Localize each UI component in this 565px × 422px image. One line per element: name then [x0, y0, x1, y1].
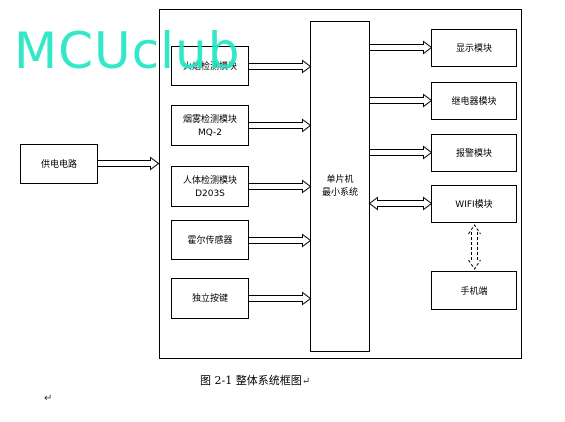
- arrow-power-in: [97, 156, 160, 171]
- block-smoke-detect: 烟雾检测模块 MQ-2: [171, 105, 249, 146]
- arrow-mcu-alarm: [369, 145, 433, 160]
- arrow-hall-mcu: [248, 233, 312, 248]
- arrow-fire-mcu: [248, 59, 312, 74]
- block-phone-label: 手机端: [460, 285, 487, 297]
- block-mcu-label-line1: 单片机: [326, 173, 353, 185]
- block-display-label: 显示模块: [456, 42, 492, 54]
- mcuclub-watermark: MCUclub: [14, 22, 241, 80]
- block-wifi: WIFI模块: [431, 185, 517, 223]
- block-keys-label: 独立按键: [192, 292, 228, 304]
- outer-frame: [159, 9, 522, 359]
- block-wifi-label: WIFI模块: [455, 198, 492, 210]
- block-phone: 手机端: [431, 271, 517, 310]
- figure-caption-text: 图 2-1 整体系统框图: [200, 374, 302, 387]
- block-fire-detect: 火焰检测模块: [171, 46, 249, 86]
- block-smoke-detect-label-line2: MQ-2: [198, 128, 222, 138]
- arrows: [97, 40, 433, 306]
- caption-return-mark: ↵: [301, 376, 311, 387]
- arrow-mcu-display: [369, 40, 433, 55]
- block-human-detect: 人体检测模块 D203S: [171, 166, 249, 207]
- arrow-keys-mcu: [248, 291, 312, 306]
- block-fire-detect-label: 火焰检测模块: [183, 60, 237, 72]
- block-smoke-detect-label-line1: 烟雾检测模块: [183, 113, 237, 125]
- block-relay-label: 继电器模块: [451, 95, 496, 107]
- block-human-detect-label-line2: D203S: [195, 189, 225, 199]
- figure-caption: 图 2-1 整体系统框图↵: [200, 372, 310, 388]
- block-human-detect-label-line1: 人体检测模块: [183, 174, 237, 186]
- block-alarm-label: 报警模块: [456, 147, 492, 159]
- block-power-supply: 供电电路: [20, 144, 98, 184]
- arrow-mcu-wifi: [368, 196, 433, 211]
- block-display: 显示模块: [431, 29, 517, 67]
- block-keys: 独立按键: [171, 278, 249, 319]
- block-hall-sensor-label: 霍尔传感器: [187, 234, 232, 246]
- block-alarm: 报警模块: [431, 134, 517, 172]
- block-relay: 继电器模块: [431, 82, 517, 120]
- block-mcu-label-line2: 最小系统: [322, 186, 358, 198]
- paragraph-return-mark: ↵: [44, 393, 53, 404]
- arrow-human-mcu: [248, 179, 312, 194]
- wireless-link: [468, 224, 481, 270]
- block-mcu: 单片机 最小系统: [310, 21, 370, 352]
- block-power-supply-label: 供电电路: [41, 158, 77, 170]
- arrow-smoke-mcu: [248, 118, 312, 133]
- block-hall-sensor: 霍尔传感器: [171, 220, 249, 260]
- arrow-mcu-relay: [369, 93, 433, 108]
